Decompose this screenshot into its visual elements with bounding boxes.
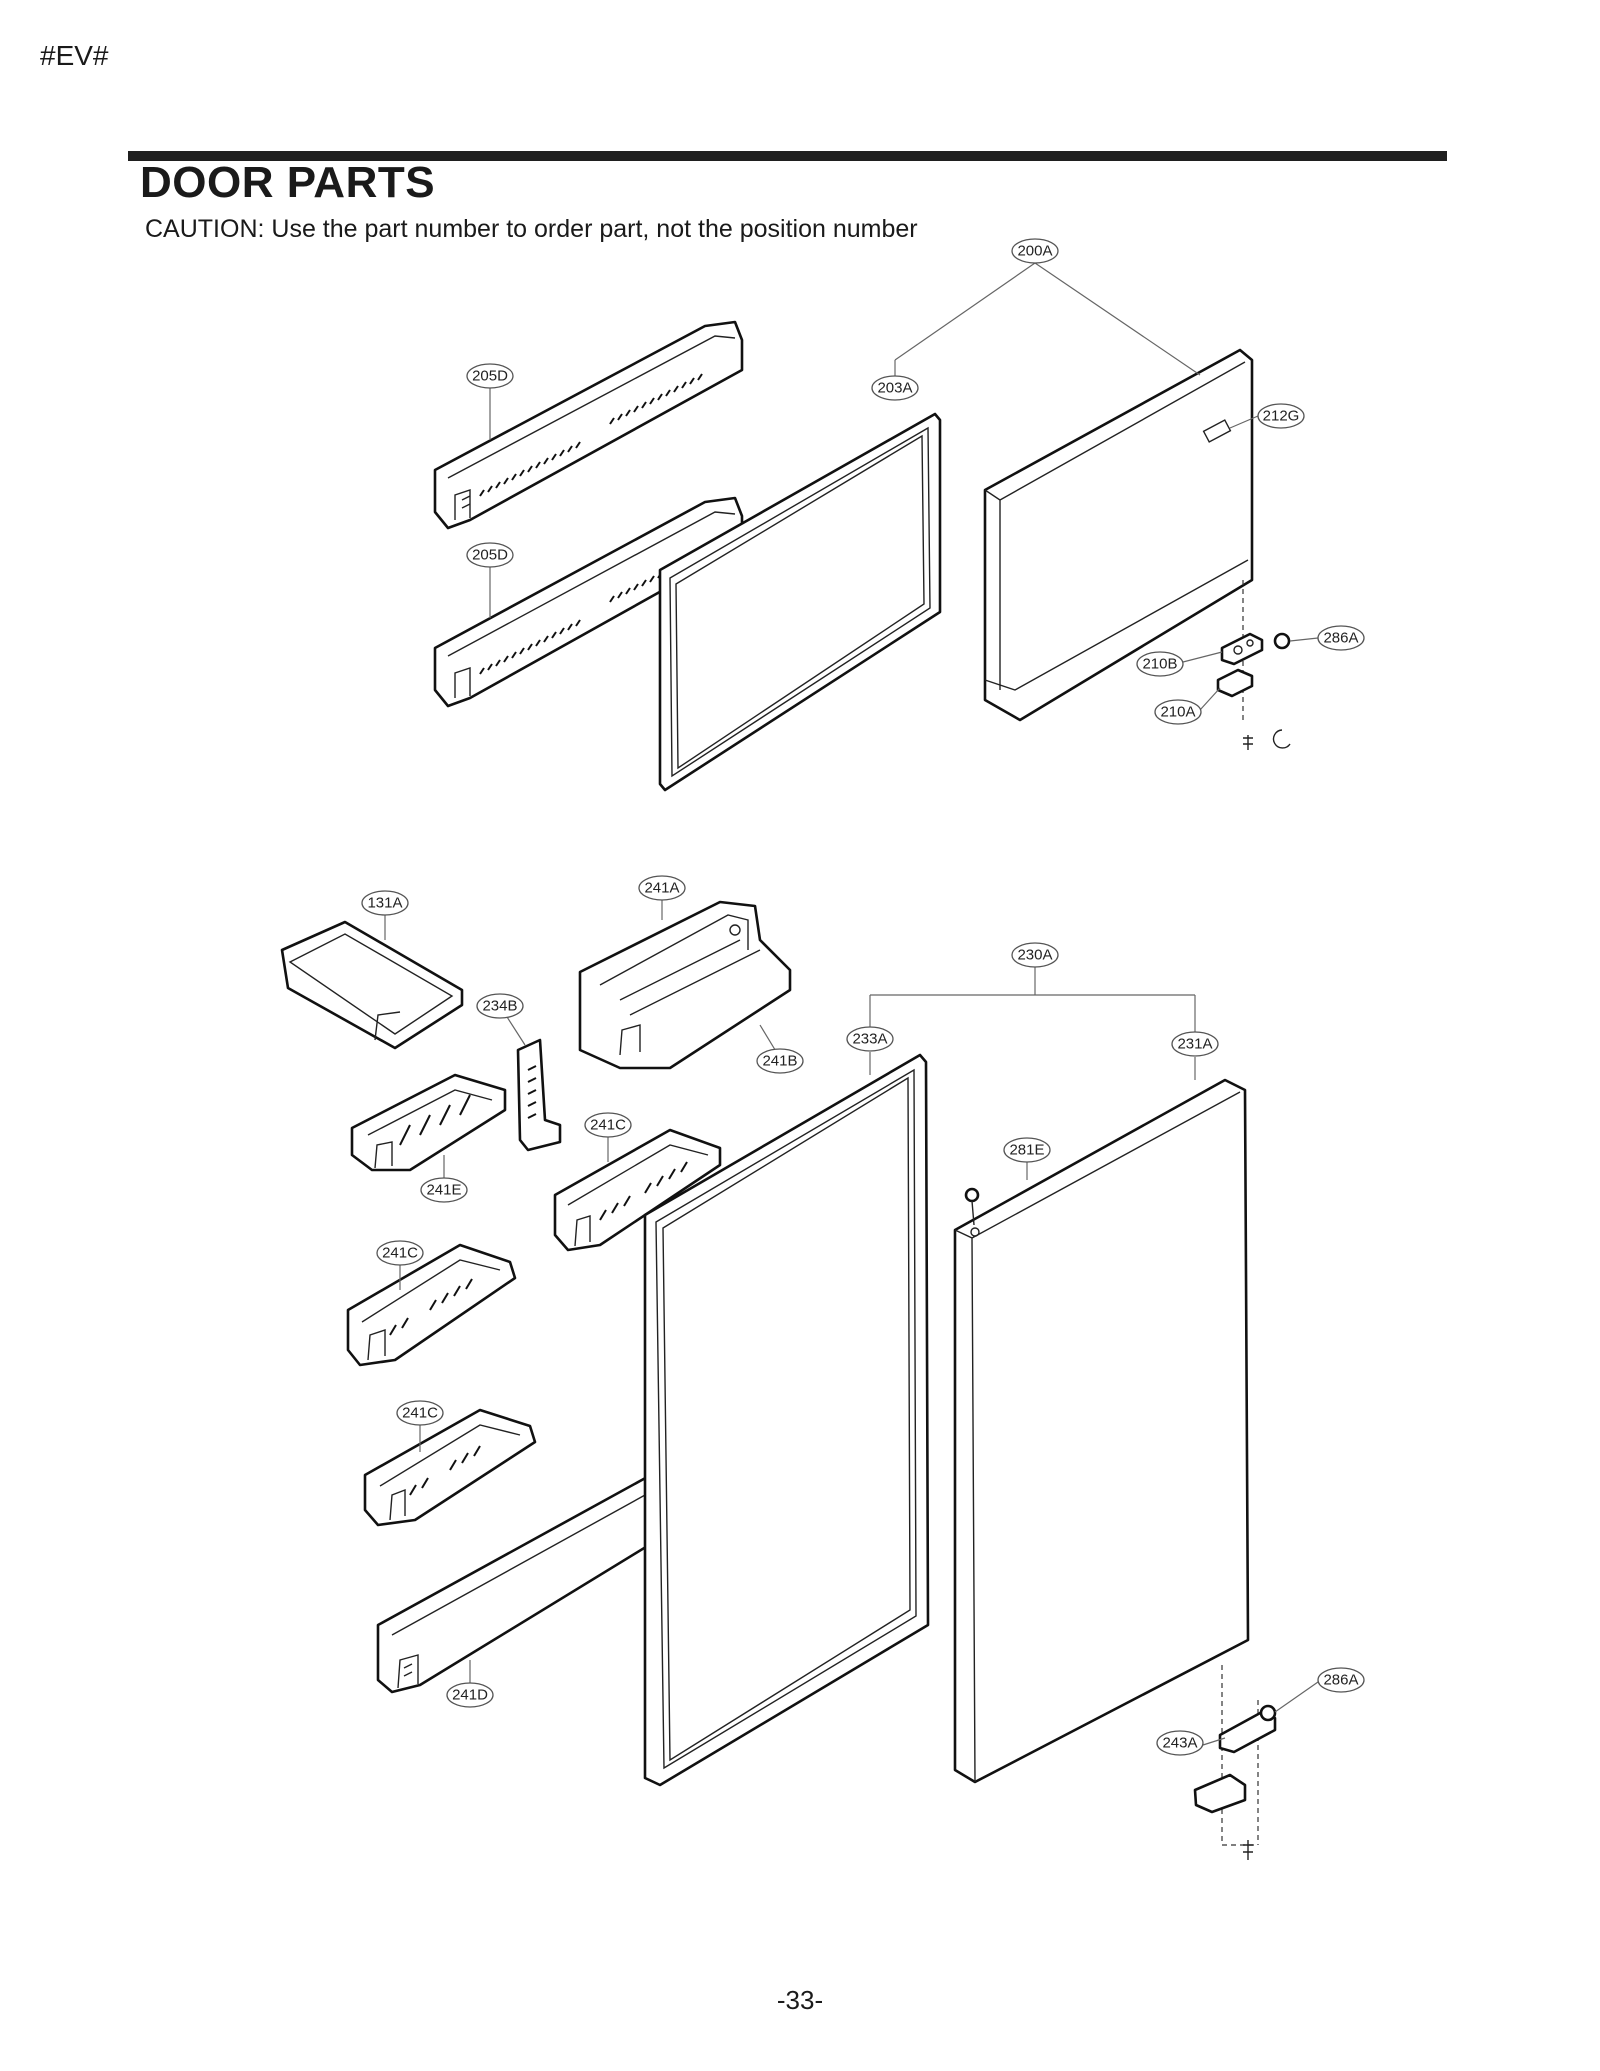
callout-131a: 131A [361, 890, 409, 916]
svg-text:231A: 231A [1177, 1036, 1212, 1053]
svg-text:241A: 241A [644, 880, 679, 897]
leader-lines [384, 262, 1319, 1746]
document-tag: #EV# [40, 40, 109, 71]
callout-286a-upper: 286A [1317, 625, 1365, 651]
svg-text:131A: 131A [367, 895, 402, 912]
callout-241c-right: 241C [584, 1112, 632, 1138]
door-gasket-203a [658, 412, 942, 792]
callout-212g: 212G [1257, 403, 1305, 429]
hinge-assembly-lower [1193, 1665, 1277, 1860]
door-basket-241c-left-lower [363, 1408, 537, 1527]
svg-text:241B: 241B [762, 1053, 797, 1070]
page-number: -33- [776, 1985, 824, 2015]
callout-200a: 200A [1011, 238, 1059, 264]
callout-203a: 203A [871, 375, 919, 401]
callout-281e: 281E [1003, 1137, 1051, 1163]
callout-241e: 241E [420, 1177, 468, 1203]
svg-text:286A: 286A [1323, 630, 1358, 647]
door-basket-241c-left-upper [346, 1243, 517, 1367]
fresh-food-door-231a [953, 1078, 1250, 1784]
door-basket-205d-lower [433, 496, 744, 708]
callout-241d: 241D [446, 1682, 494, 1708]
hinge-assembly-upper [1216, 580, 1291, 750]
svg-text:286A: 286A [1323, 1672, 1358, 1689]
svg-text:241E: 241E [426, 1182, 461, 1199]
svg-text:243A: 243A [1162, 1735, 1197, 1752]
svg-text:233A: 233A [852, 1031, 887, 1048]
callout-205d-upper: 205D [466, 363, 514, 389]
svg-text:281E: 281E [1009, 1142, 1044, 1159]
callout-241b: 241B [756, 1048, 804, 1074]
door-cap-281e [964, 1187, 980, 1237]
callout-230a: 230A [1011, 942, 1059, 968]
svg-text:212G: 212G [1263, 408, 1300, 425]
svg-text:205D: 205D [472, 368, 508, 385]
svg-text:241C: 241C [590, 1117, 626, 1134]
callout-241c-left-lower: 241C [396, 1400, 444, 1426]
freezer-door-200a [983, 348, 1254, 722]
door-basket-205d-upper [433, 320, 744, 530]
callout-210b: 210B [1136, 651, 1184, 677]
callout-205d-lower: 205D [466, 542, 514, 568]
callout-231a: 231A [1171, 1031, 1219, 1057]
svg-text:241C: 241C [382, 1245, 418, 1262]
svg-text:200A: 200A [1017, 243, 1052, 260]
svg-text:203A: 203A [877, 380, 912, 397]
bin-divider-234b [516, 1038, 562, 1152]
page-title: DOOR PARTS [140, 158, 436, 207]
callout-241a: 241A [638, 875, 686, 901]
callout-234b: 234B [476, 993, 524, 1019]
caution-note: CAUTION: Use the part number to order pa… [145, 215, 918, 243]
callout-233a: 233A [846, 1026, 894, 1052]
svg-text:241D: 241D [452, 1687, 488, 1704]
svg-text:234B: 234B [482, 998, 517, 1015]
svg-text:210B: 210B [1142, 656, 1177, 673]
svg-text:205D: 205D [472, 547, 508, 564]
egg-tray-131a [280, 920, 464, 1050]
svg-text:210A: 210A [1160, 704, 1195, 721]
callout-210a: 210A [1154, 699, 1202, 725]
callout-243a: 243A [1156, 1730, 1204, 1756]
header-rule [128, 151, 1447, 161]
callout-241c-left-upper: 241C [376, 1240, 424, 1266]
svg-text:241C: 241C [402, 1405, 438, 1422]
dairy-bin-241a [578, 900, 792, 1070]
egg-tray-241e [350, 1073, 507, 1172]
svg-text:230A: 230A [1017, 947, 1052, 964]
callout-286a-lower: 286A [1317, 1667, 1365, 1693]
door-gasket-233a [643, 1053, 930, 1787]
